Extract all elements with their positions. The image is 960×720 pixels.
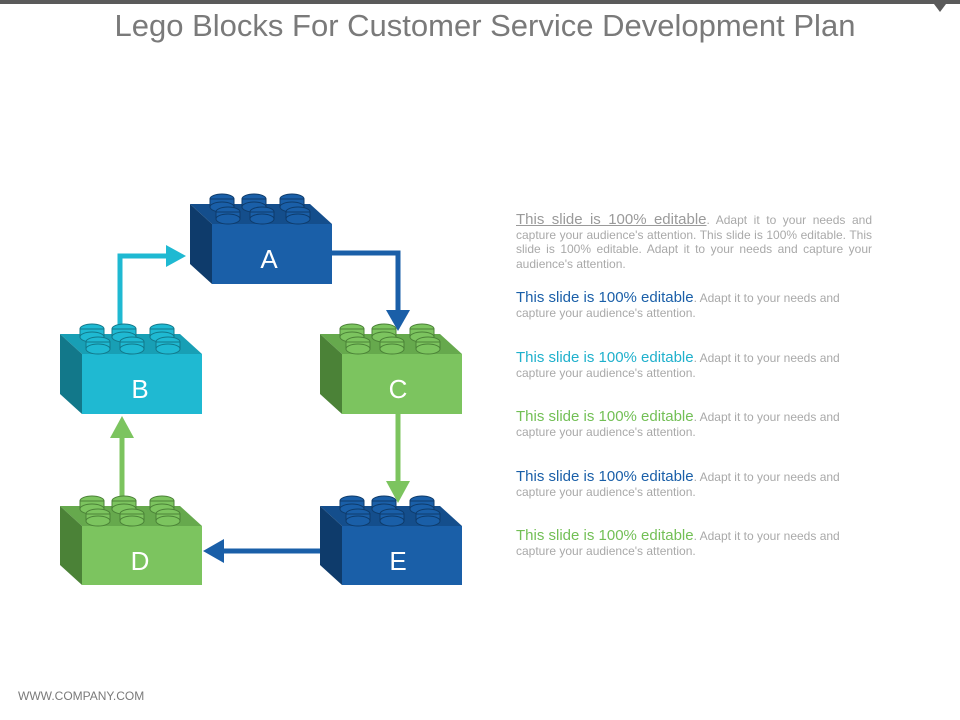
block-a-label: A bbox=[260, 244, 278, 274]
lego-block-c[interactable]: C bbox=[320, 323, 462, 414]
lego-block-d[interactable]: D bbox=[60, 495, 202, 585]
arrow-b-to-a bbox=[117, 245, 186, 328]
text-item-5-heading: This slide is 100% editable bbox=[516, 527, 694, 544]
text-item-4-body: . Adapt it to your needs and capture you… bbox=[516, 470, 840, 499]
slide-title: Lego Blocks For Customer Service Develop… bbox=[114, 8, 856, 43]
footer-website: WWW.COMPANY.COM bbox=[18, 689, 145, 703]
text-item-4-heading: This slide is 100% editable bbox=[516, 468, 694, 485]
block-d-label: D bbox=[131, 546, 150, 576]
top-notch-icon bbox=[934, 4, 946, 12]
lego-block-b[interactable]: B bbox=[60, 323, 202, 414]
arrow-e-to-d bbox=[203, 539, 320, 563]
arrow-c-to-e bbox=[386, 412, 410, 503]
top-bar bbox=[0, 0, 960, 4]
block-e-label: E bbox=[389, 546, 406, 576]
block-c-label: C bbox=[389, 374, 408, 404]
intro-heading: This slide is 100% editable bbox=[516, 211, 707, 228]
intro-body: . Adapt it to your needs and capture you… bbox=[516, 213, 872, 271]
text-item-4: This slide is 100% editable. Adapt it to… bbox=[516, 469, 872, 500]
lego-block-e[interactable]: E bbox=[320, 495, 462, 585]
block-b-label: B bbox=[131, 374, 148, 404]
text-item-5: This slide is 100% editable. Adapt it to… bbox=[516, 528, 872, 559]
text-item-1: This slide is 100% editable. Adapt it to… bbox=[516, 290, 872, 321]
intro-paragraph: This slide is 100% editable. Adapt it to… bbox=[516, 211, 872, 271]
text-item-1-body: . Adapt it to your needs and capture you… bbox=[516, 291, 840, 320]
text-item-3-body: . Adapt it to your needs and capture you… bbox=[516, 410, 840, 439]
lego-block-a[interactable]: A bbox=[190, 193, 332, 284]
arrow-d-to-b bbox=[110, 416, 134, 498]
arrow-a-to-c bbox=[332, 250, 410, 331]
text-item-2-heading: This slide is 100% editable bbox=[516, 349, 694, 366]
text-item-5-body: . Adapt it to your needs and capture you… bbox=[516, 529, 840, 558]
text-item-2: This slide is 100% editable. Adapt it to… bbox=[516, 350, 872, 381]
text-item-2-body: . Adapt it to your needs and capture you… bbox=[516, 351, 840, 380]
text-item-1-heading: This slide is 100% editable bbox=[516, 289, 694, 306]
text-item-3: This slide is 100% editable. Adapt it to… bbox=[516, 409, 872, 440]
text-item-3-heading: This slide is 100% editable bbox=[516, 408, 694, 425]
